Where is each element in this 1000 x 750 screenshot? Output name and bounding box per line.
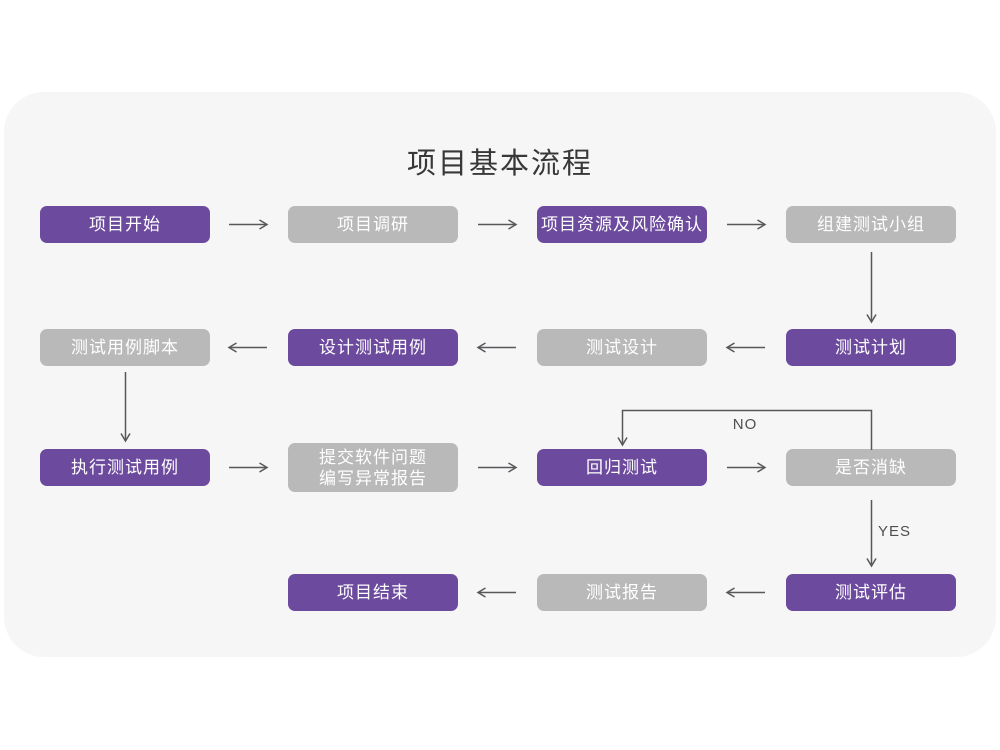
edge-label-no: NO <box>732 416 758 433</box>
node-run-test-case: 执行测试用例 <box>40 449 210 486</box>
node-test-evaluation: 测试评估 <box>786 574 956 611</box>
node-submit-issue: 提交软件问题 编写异常报告 <box>288 443 458 492</box>
node-project-end: 项目结束 <box>288 574 458 611</box>
node-test-report: 测试报告 <box>537 574 707 611</box>
node-defect-cleared: 是否消缺 <box>786 449 956 486</box>
node-design-test-case: 设计测试用例 <box>288 329 458 366</box>
node-project-research: 项目调研 <box>288 206 458 243</box>
node-regression-test: 回归测试 <box>537 449 707 486</box>
node-test-design: 测试设计 <box>537 329 707 366</box>
node-resource-risk: 项目资源及风险确认 <box>537 206 707 243</box>
edge-label-yes: YES <box>878 523 912 540</box>
diagram-title: 项目基本流程 <box>406 148 593 180</box>
node-test-plan: 测试计划 <box>786 329 956 366</box>
node-project-start: 项目开始 <box>40 206 210 243</box>
flowchart-card <box>4 92 996 657</box>
node-test-case-script: 测试用例脚本 <box>40 329 210 366</box>
node-build-test-team: 组建测试小组 <box>786 206 956 243</box>
